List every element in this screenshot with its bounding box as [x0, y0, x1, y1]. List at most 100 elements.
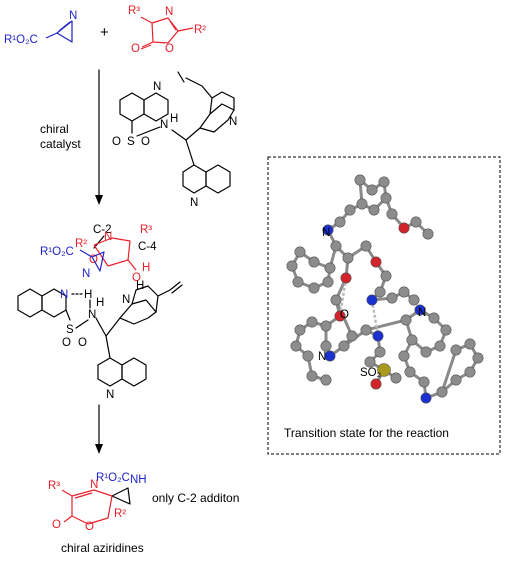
ts-atom	[344, 204, 356, 216]
int-ester-label: R¹O₂C	[40, 246, 74, 258]
ts-atom	[338, 340, 350, 352]
ts-atom	[330, 294, 342, 306]
ts-atom	[450, 344, 462, 356]
ts-atom	[340, 272, 352, 284]
ts-atom	[324, 262, 336, 274]
product-ester-label: R¹O₂C	[96, 472, 130, 484]
aziridine-n-label: N	[69, 10, 77, 22]
cat-sulfur: S	[127, 136, 135, 148]
ts-atom-label: N	[418, 307, 426, 319]
ts-atom	[308, 282, 320, 294]
azlactone-r3-label: R³	[128, 5, 140, 17]
int-lower-quinoline-n: N	[106, 389, 114, 401]
ts-atom	[436, 386, 448, 398]
ts-atom	[370, 256, 382, 268]
ts-atom	[290, 340, 302, 352]
product-structure: R¹O₂C NH R³ N O O R² only C-2 additon ch…	[48, 472, 239, 555]
ts-atom	[378, 176, 390, 188]
ts-atom	[354, 174, 366, 186]
azlactone-o-carbonyl-label: O	[131, 43, 140, 55]
ts-atom	[294, 324, 306, 336]
ts-atom	[360, 324, 372, 336]
int-sulfonyl-o1: O	[62, 337, 71, 349]
ts-bond	[440, 349, 458, 393]
plus-sign: +	[100, 24, 109, 41]
ts-atom	[404, 366, 416, 378]
int-enol-h: H	[142, 262, 150, 274]
ts-atom	[366, 294, 378, 306]
product-nh-label: NH	[130, 474, 147, 486]
ts-atom	[380, 192, 392, 204]
reaction-arrowhead-2	[95, 444, 103, 454]
ts-atom	[422, 228, 434, 240]
cat-sulfonyl-o2: O	[141, 136, 150, 148]
ts-atom	[286, 260, 298, 272]
ts-atom	[464, 338, 476, 350]
ts-atom	[368, 204, 380, 216]
intermediate-complex: C-2 R² R³ C-4 N O O H R¹O₂C N N H N S O …	[17, 224, 183, 401]
product-caption: chiral aziridines	[61, 541, 144, 555]
ts-atom	[428, 312, 440, 324]
int-c2-label: C-2	[93, 224, 112, 236]
ts-atom-label: N	[322, 227, 330, 239]
reactant-aziridine: R¹O₂C N	[4, 10, 77, 46]
int-h-bond-h: H	[84, 289, 92, 301]
ts-atom	[410, 216, 422, 228]
ts-atom	[390, 372, 402, 384]
ts-atom	[374, 346, 386, 358]
reactant-azlactone: R³ N O R² O	[128, 5, 206, 55]
ts-atom	[302, 350, 314, 362]
ts-atom	[322, 276, 334, 288]
ts-atom	[360, 240, 372, 252]
reaction-arrowhead-1	[95, 195, 103, 205]
ts-atom-label: O	[340, 309, 349, 321]
int-c4-label: C-4	[138, 241, 157, 253]
ts-atom-label: SO₂	[360, 367, 381, 379]
ts-atom	[386, 208, 398, 220]
int-sulfonyl-o2: O	[78, 337, 87, 349]
ts-atom	[408, 294, 420, 306]
product-o-carbonyl-label: O	[52, 519, 61, 531]
cat-nh-n: N	[160, 119, 168, 131]
azlactone-n-label: N	[165, 6, 173, 18]
ts-atom	[342, 252, 354, 264]
transition-state-frame	[267, 156, 501, 455]
int-azlactone-n: N	[104, 231, 112, 243]
cat-quinuclidine-n: N	[229, 116, 237, 128]
ts-atom	[346, 330, 358, 342]
int-r2-label: R²	[75, 238, 87, 250]
cat-lower-quinoline-n: N	[190, 197, 198, 209]
ts-atom	[334, 310, 346, 322]
transition-state-caption: Transition state for the reaction	[284, 426, 449, 440]
azlactone-o-ring-label: O	[165, 43, 174, 55]
ts-atom	[472, 352, 484, 364]
ts-atom	[356, 198, 368, 210]
azlactone-r2-label: R²	[194, 24, 206, 36]
product-n-label: N	[90, 479, 98, 491]
ts-atom	[320, 320, 332, 332]
int-r3-label: R³	[140, 224, 152, 236]
ts-atom	[370, 378, 382, 390]
ts-atom	[398, 222, 410, 234]
ts-atom	[320, 340, 332, 352]
int-sulfur: S	[66, 324, 74, 336]
int-quinoline-n: N	[60, 289, 68, 301]
ts-atom	[414, 304, 426, 316]
ts-atom	[398, 350, 410, 362]
ts-atom	[306, 370, 318, 382]
ts-atom	[324, 350, 336, 362]
int-enol-o: O	[132, 272, 141, 284]
ts-atom	[386, 292, 398, 304]
ts-atom	[440, 324, 452, 336]
ts-atom	[366, 184, 378, 196]
product-note: only C-2 additon	[152, 491, 239, 505]
ts-atom	[398, 286, 410, 298]
cat-quinoline-n: N	[153, 81, 161, 93]
product-r2-label: R²	[114, 508, 126, 520]
catalyst-structure: N S O O N H N N	[112, 71, 237, 209]
ts-atom	[306, 316, 318, 328]
ts-atom	[420, 346, 432, 358]
catalyst-label-line1: chiral	[40, 122, 69, 136]
